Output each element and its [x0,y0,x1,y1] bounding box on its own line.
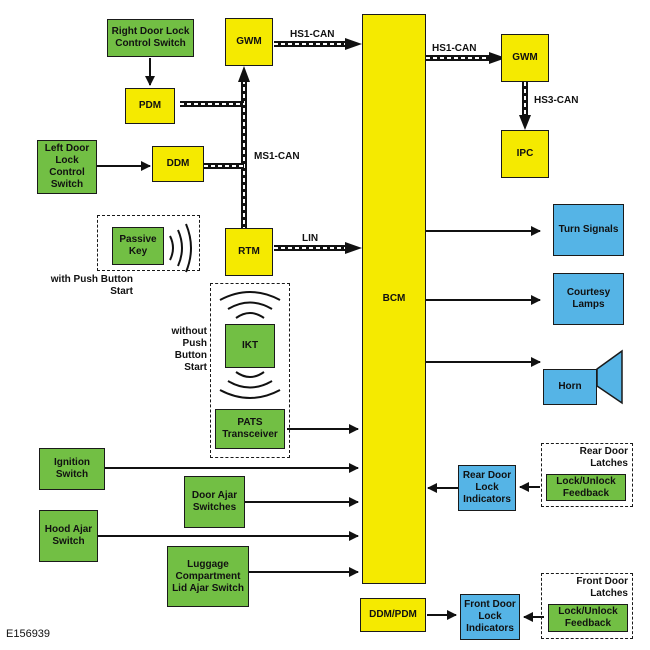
pdm-box: PDM [125,88,175,124]
horn-cone [596,349,623,405]
front-lock-unlock-feedback-box: Lock/Unlock Feedback [548,604,628,632]
turn-signals-box: Turn Signals [553,204,624,256]
courtesy-lamps-box: Courtesy Lamps [553,273,624,325]
bcm-box: BCM [362,14,426,584]
ddm-pdm-box: DDM/PDM [360,598,426,632]
rear-door-latches-note: Rear Door Latches [579,446,628,469]
right-door-lock-switch-box: Right Door Lock Control Switch [107,19,194,57]
right-door-lock-switch-label: Right Door Lock Control Switch [111,26,190,49]
rtm-label: RTM [238,246,260,257]
rear-door-lock-indicators-label: Rear Door Lock Indicators [462,470,512,505]
passive-key-signal-arcs [169,223,192,273]
front-lock-unlock-feedback-label: Lock/Unlock Feedback [558,606,618,629]
bcm-label: BCM [382,293,406,304]
ikt-box: IKT [225,324,275,368]
hs1-can-left-label: HS1-CAN [290,29,335,40]
courtesy-lamps-label: Courtesy Lamps [566,287,611,310]
ignition-switch-box: Ignition Switch [39,448,105,490]
ikt-group [210,283,290,458]
left-door-lock-switch-label: Left Door Lock Control Switch [44,143,90,190]
gwm-left-label: GWM [236,36,262,47]
luggage-lid-ajar-switch-label: Luggage Compartment Lid Ajar Switch [172,558,244,594]
luggage-lid-ajar-switch-box: Luggage Compartment Lid Ajar Switch [167,546,249,607]
ddm-label: DDM [166,158,190,169]
rear-door-lock-indicators-box: Rear Door Lock Indicators [458,465,516,511]
front-door-lock-indicators-box: Front Door Lock Indicators [460,594,520,640]
left-door-lock-switch-box: Left Door Lock Control Switch [37,140,97,194]
horn-box: Horn [543,369,597,405]
passive-key-box: Passive Key [112,227,164,265]
gwm-right-box: GWM [501,34,549,82]
passive-key-label: Passive Key [119,234,157,257]
signal-lines [97,58,544,622]
ipc-label: IPC [516,148,534,159]
hood-ajar-switch-box: Hood Ajar Switch [39,510,98,562]
ikt-label: IKT [241,340,259,351]
front-door-latches-note: Front Door Latches [576,576,628,599]
bus-arrowheads [238,38,531,254]
ddm-pdm-label: DDM/PDM [369,609,417,620]
bus-lines [180,41,528,251]
figure-id: E156939 [6,628,51,640]
ipc-box: IPC [501,130,549,178]
pdm-label: PDM [138,100,162,111]
rear-lock-unlock-feedback-box: Lock/Unlock Feedback [546,474,626,501]
door-ajar-switches-box: Door Ajar Switches [184,476,245,528]
front-latches-group [541,573,633,639]
ddm-box: DDM [152,146,204,182]
rtm-box: RTM [225,228,273,276]
pats-transceiver-box: PATS Transceiver [215,409,285,449]
hs3-can-label: HS3-CAN [534,95,579,106]
lin-label: LIN [302,233,319,244]
rear-lock-unlock-feedback-label: Lock/Unlock Feedback [556,475,616,499]
pats-transceiver-label: PATS Transceiver [222,417,278,440]
turn-signals-label: Turn Signals [558,224,619,235]
front-door-lock-indicators-label: Front Door Lock Indicators [464,599,516,634]
door-ajar-switches-label: Door Ajar Switches [191,490,238,513]
horn-label: Horn [558,381,582,392]
ms1-can-label: MS1-CAN [254,151,300,162]
gwm-right-label: GWM [512,52,538,63]
rear-latches-group [541,443,633,507]
without-push-button-start-note: without Push Button Start [171,326,207,373]
passive-key-group [97,215,200,271]
ignition-switch-label: Ignition Switch [53,457,91,480]
gwm-left-box: GWM [225,18,273,66]
with-push-button-start-note: with Push Button Start [50,274,133,297]
hood-ajar-switch-label: Hood Ajar Switch [44,524,93,547]
hs1-can-right-label: HS1-CAN [432,43,477,54]
ikt-signal-arcs [219,291,281,399]
